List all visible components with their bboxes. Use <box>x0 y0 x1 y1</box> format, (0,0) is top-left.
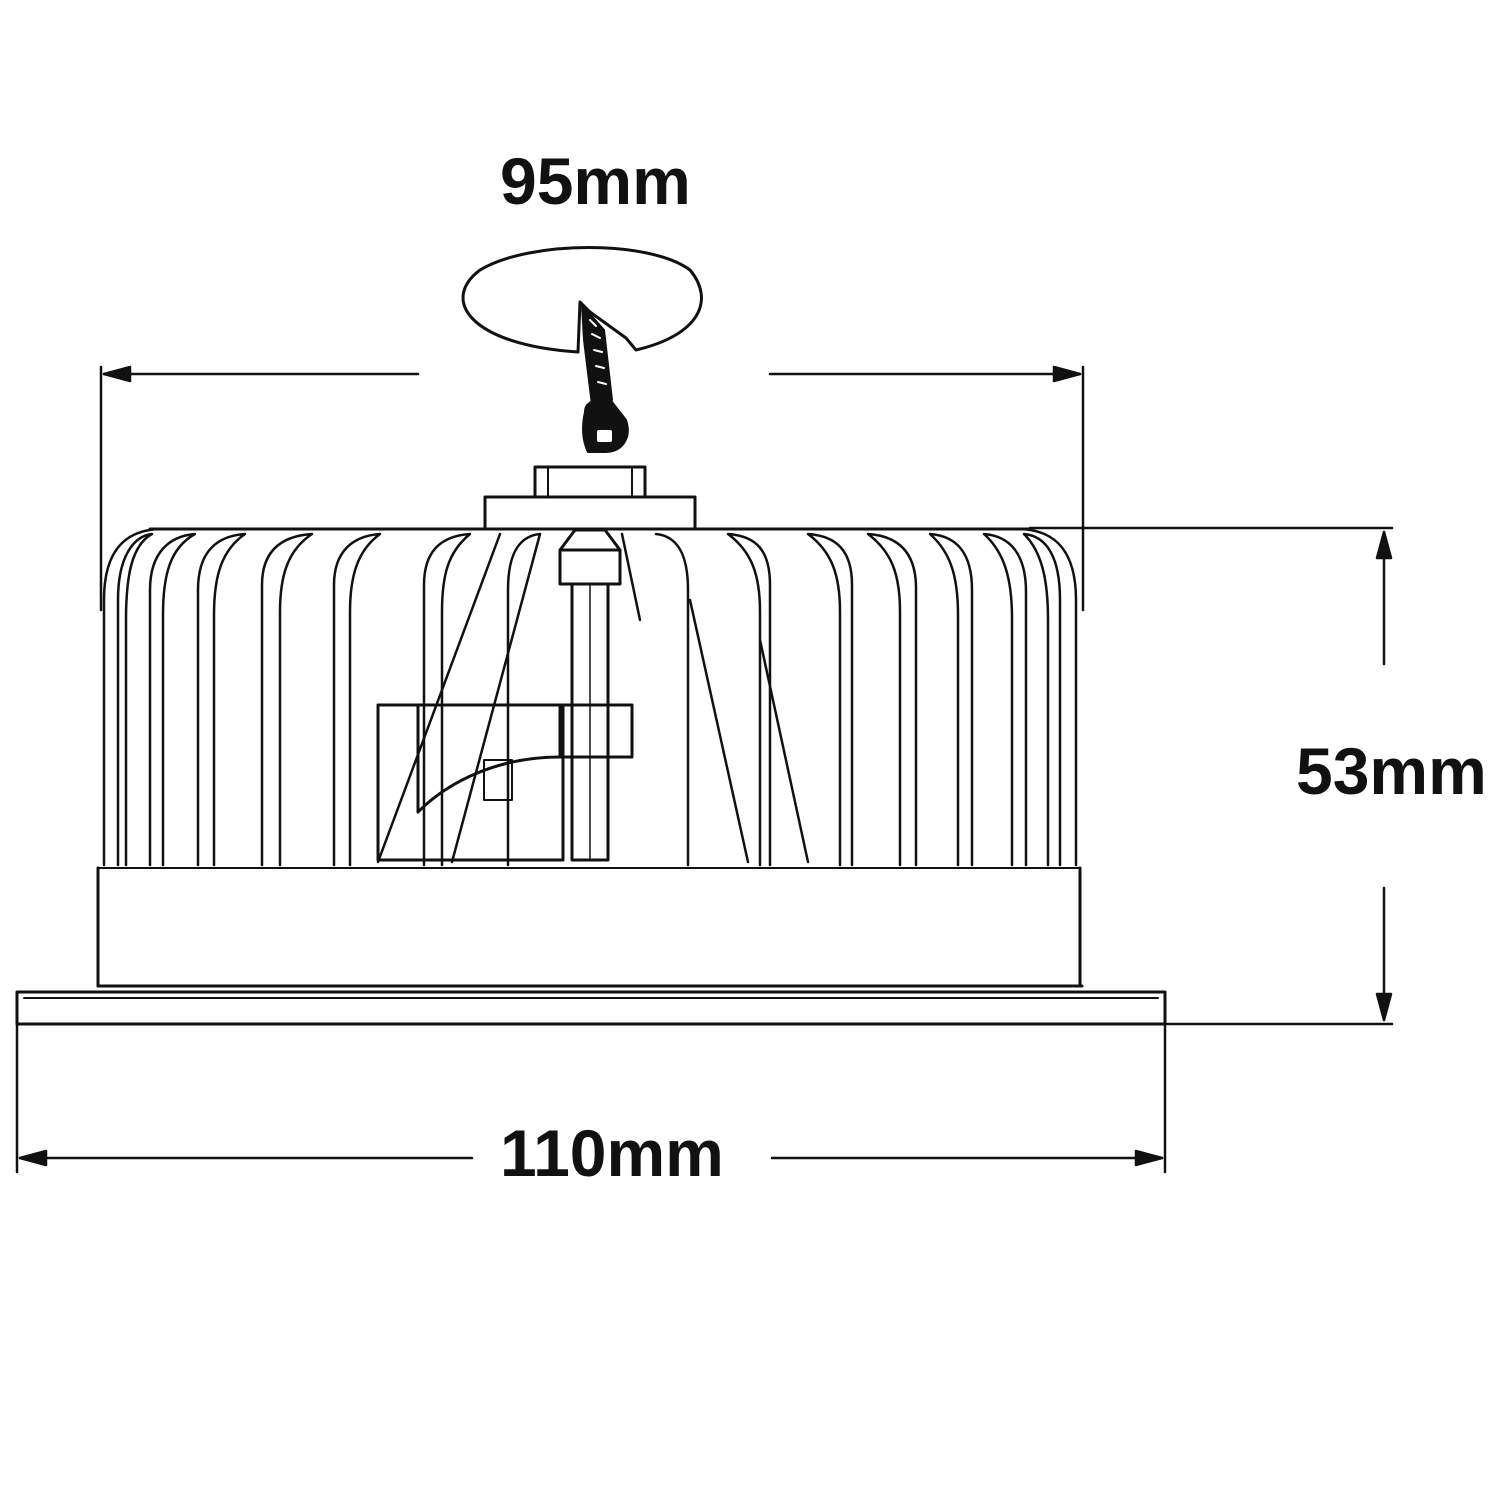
cutout-dimension-line <box>99 365 1085 612</box>
height-dimension-line <box>1028 526 1394 1026</box>
top-cap <box>483 465 697 531</box>
cutout-diameter-label: 95mm <box>500 144 691 218</box>
height-label: 53mm <box>1296 734 1487 808</box>
trim-plate <box>15 984 1167 1026</box>
housing-body <box>96 866 1082 988</box>
width-dimension-line <box>15 1022 1167 1174</box>
heat-sink-fins <box>102 527 1078 867</box>
spring-clip <box>376 528 634 862</box>
saw-cutout-icon <box>461 246 703 453</box>
outer-width-label: 110mm <box>500 1116 724 1190</box>
